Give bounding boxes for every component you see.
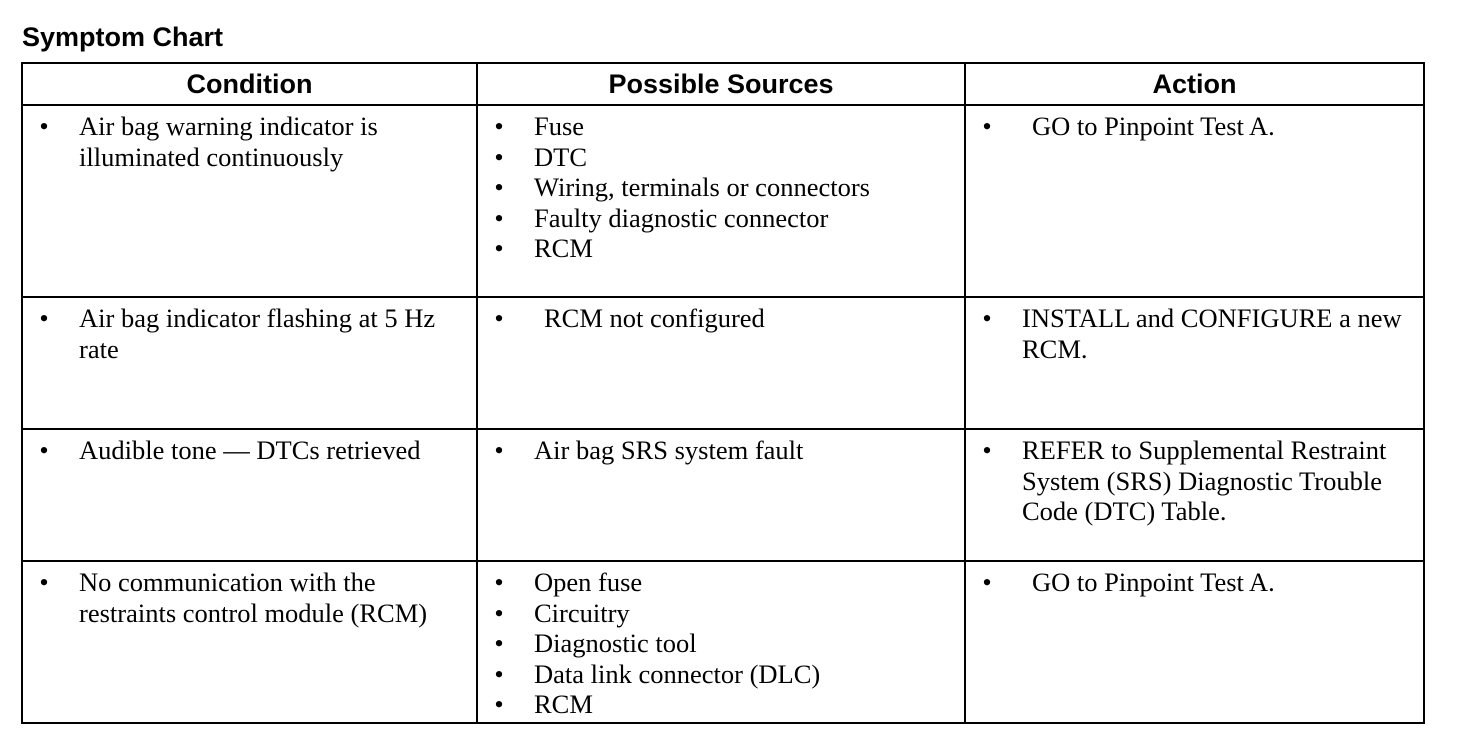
sources-cell: •Open fuse •Circuitry •Diagnostic tool •… [476,560,966,724]
sources-cell: •Fuse •DTC •Wiring, terminals or connect… [476,104,966,298]
action-list: •REFER to Supplemental Restraint System … [966,430,1423,527]
bullet-icon: • [39,111,49,141]
list-item: •Diagnostic tool [478,628,958,659]
table-row: •Air bag indicator flashing at 5 Hz rate… [21,296,1425,430]
action-list: •GO to Pinpoint Test A. [966,106,1423,142]
list-item: •REFER to Supplemental Restraint System … [966,435,1417,527]
list-item: •Fuse [478,111,958,142]
bullet-icon: • [494,303,504,333]
list-item: •INSTALL and CONFIGURE a new RCM. [966,303,1417,364]
column-header-possible-sources: Possible Sources [476,62,966,106]
list-item: •Audible tone — DTCs retrieved [23,435,470,466]
action-list: •INSTALL and CONFIGURE a new RCM. [966,298,1423,364]
list-item: •RCM [478,689,958,720]
table-header-row: Condition Possible Sources Action [21,62,1425,106]
bullet-icon: • [494,202,504,233]
list-item: •RCM [478,233,958,264]
list-item: •Wiring, terminals or connectors [478,172,958,203]
list-item: •DTC [478,142,958,173]
column-header-condition: Condition [21,62,478,106]
bullet-icon: • [982,567,992,597]
action-cell: •INSTALL and CONFIGURE a new RCM. [964,296,1425,430]
condition-cell: •Audible tone — DTCs retrieved [21,428,478,562]
list-item: •GO to Pinpoint Test A. [966,567,1417,598]
bullet-icon: • [39,303,49,333]
list-item: •RCM not configured [478,303,958,334]
sources-cell: •Air bag SRS system fault [476,428,966,562]
bullet-icon: • [494,141,504,172]
condition-list: •Air bag indicator flashing at 5 Hz rate [23,298,476,364]
condition-list: •Air bag warning indicator is illuminate… [23,106,476,172]
list-item: •Air bag indicator flashing at 5 Hz rate [23,303,470,364]
list-item: •Air bag warning indicator is illuminate… [23,111,470,172]
condition-list: •No communication with the restraints co… [23,562,476,628]
table-row: •Audible tone — DTCs retrieved •Air bag … [21,428,1425,562]
list-item: •No communication with the restraints co… [23,567,470,628]
list-item: •Open fuse [478,567,958,598]
bullet-icon: • [494,567,504,597]
table-row: •No communication with the restraints co… [21,560,1425,724]
bullet-icon: • [494,689,504,719]
action-cell: •GO to Pinpoint Test A. [964,560,1425,724]
action-list: •GO to Pinpoint Test A. [966,562,1423,598]
bullet-icon: • [494,628,504,658]
bullet-icon: • [982,435,992,465]
bullet-icon: • [494,435,504,465]
action-cell: •REFER to Supplemental Restraint System … [964,428,1425,562]
list-item: •Air bag SRS system fault [478,435,958,466]
symptom-chart-table: Condition Possible Sources Action •Air b… [21,62,1425,724]
bullet-icon: • [494,111,504,141]
condition-cell: •Air bag indicator flashing at 5 Hz rate [21,296,478,430]
list-item: •Circuitry [478,598,958,629]
condition-cell: •No communication with the restraints co… [21,560,478,724]
bullet-icon: • [494,658,504,689]
sources-list: •RCM not configured [478,298,964,334]
sources-list: •Air bag SRS system fault [478,430,964,466]
bullet-icon: • [982,111,992,141]
table-row: •Air bag warning indicator is illuminate… [21,104,1425,298]
bullet-icon: • [494,597,504,628]
page-title: Symptom Chart [22,22,224,52]
sources-list: •Fuse •DTC •Wiring, terminals or connect… [478,106,964,264]
bullet-icon: • [39,567,49,597]
bullet-icon: • [494,172,504,202]
bullet-icon: • [494,233,504,263]
sources-list: •Open fuse •Circuitry •Diagnostic tool •… [478,562,964,720]
bullet-icon: • [39,435,49,465]
list-item: •Data link connector (DLC) [478,659,958,690]
list-item: •GO to Pinpoint Test A. [966,111,1417,142]
bullet-icon: • [982,303,992,333]
action-cell: •GO to Pinpoint Test A. [964,104,1425,298]
condition-cell: •Air bag warning indicator is illuminate… [21,104,478,298]
column-header-action: Action [964,62,1425,106]
list-item: •Faulty diagnostic connector [478,203,958,234]
condition-list: •Audible tone — DTCs retrieved [23,430,476,466]
sources-cell: •RCM not configured [476,296,966,430]
